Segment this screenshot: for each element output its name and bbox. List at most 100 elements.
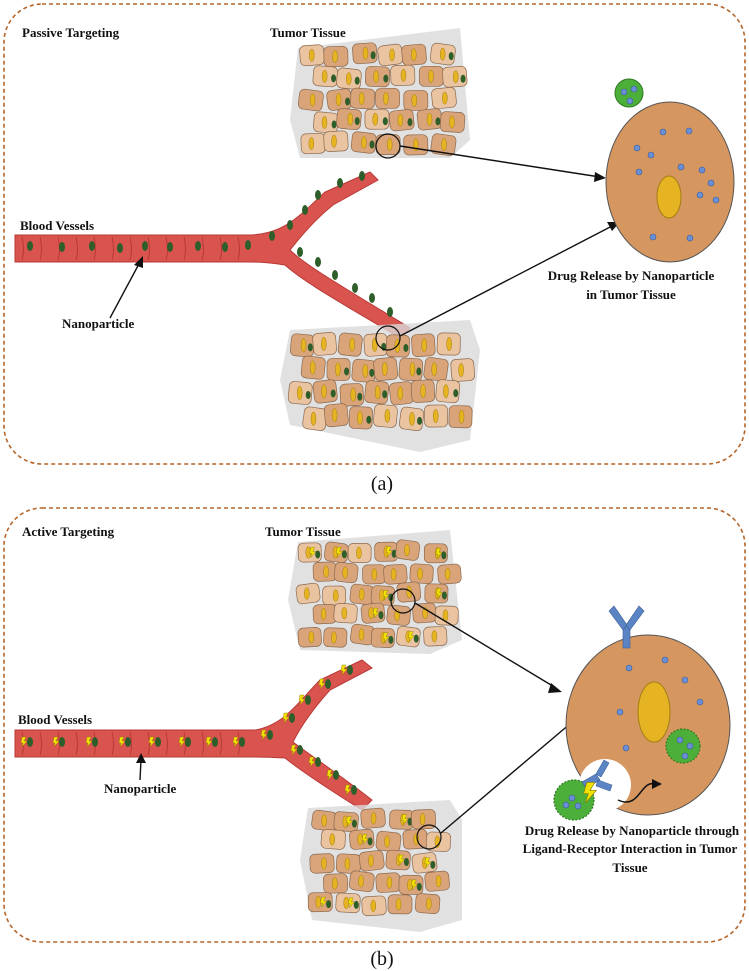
cell-nucleus bbox=[332, 50, 338, 63]
vesicle-a bbox=[614, 78, 644, 108]
cell-nucleus bbox=[446, 337, 452, 351]
vessel-segment bbox=[111, 236, 114, 261]
nanoparticle-dot bbox=[307, 343, 313, 352]
cell-nucleus bbox=[426, 112, 433, 126]
cell-nucleus bbox=[309, 360, 316, 375]
nanoparticle-dot bbox=[332, 270, 338, 280]
ligand-lightning-icon bbox=[398, 854, 405, 866]
cell-nucleus bbox=[329, 833, 335, 846]
nanoparticle-label-b: Nanoparticle bbox=[104, 781, 176, 796]
cell-nucleus bbox=[397, 113, 404, 127]
cell-nucleus bbox=[343, 896, 349, 910]
cell-nucleus bbox=[358, 628, 365, 641]
vessel-segment bbox=[39, 236, 42, 261]
vessel-segment bbox=[219, 731, 222, 756]
nanoparticle-dot bbox=[357, 392, 363, 401]
nanoparticle-dot bbox=[416, 367, 422, 376]
caption-b: (b) bbox=[370, 948, 393, 970]
drug-molecule bbox=[616, 708, 624, 716]
tumor-tissue-label-a: Tumor Tissue bbox=[270, 25, 346, 40]
nanoparticle-dot bbox=[352, 283, 358, 293]
caption-a: (a) bbox=[371, 473, 393, 495]
cell-nucleus bbox=[386, 138, 393, 152]
vessel-segment bbox=[21, 236, 24, 261]
drug-molecule bbox=[620, 88, 628, 96]
nanoparticle-dot bbox=[59, 242, 65, 252]
vessel-segment bbox=[201, 236, 204, 261]
cell-nucleus bbox=[331, 408, 338, 423]
nanoparticle-dot bbox=[331, 120, 337, 129]
ligand-lightning-icon bbox=[344, 784, 352, 796]
cell-nucleus bbox=[420, 384, 426, 399]
cell-nucleus bbox=[444, 567, 451, 581]
nanoparticle-dot bbox=[354, 76, 360, 85]
drug-molecule bbox=[696, 698, 704, 706]
release-curve-arrow bbox=[617, 783, 656, 803]
drug-molecule bbox=[633, 144, 641, 152]
nanoparticle-dot bbox=[337, 178, 343, 188]
vessel-segment bbox=[129, 731, 132, 756]
blood-vessels-label-b: Blood Vessels bbox=[18, 712, 92, 727]
cell-nucleus bbox=[332, 589, 339, 602]
nanoparticle-dot bbox=[212, 737, 218, 747]
panel-b-title: Active Targeting bbox=[22, 524, 115, 539]
cell-nucleus bbox=[449, 115, 455, 129]
tumor-tissue-a-bottom bbox=[280, 320, 480, 452]
drug-molecule bbox=[712, 196, 720, 204]
nanoparticle-dot bbox=[297, 247, 303, 257]
nanoparticle-dot bbox=[430, 860, 436, 869]
drug-molecule bbox=[707, 179, 715, 187]
ligand-lightning-icon bbox=[336, 547, 343, 558]
receptor-icon bbox=[608, 605, 645, 649]
cell-nucleus bbox=[350, 387, 356, 402]
release-label-a-line2: in Tumor Tissue bbox=[586, 287, 676, 302]
nanoparticle-dot bbox=[369, 140, 375, 149]
nanoparticle-dot bbox=[195, 241, 201, 251]
cell-nucleus bbox=[296, 386, 303, 400]
nanoparticle-dot bbox=[369, 293, 375, 303]
cell-nucleus bbox=[400, 68, 407, 82]
panel-a-title: Passive Targeting bbox=[22, 25, 120, 40]
cell-nucleus bbox=[386, 876, 393, 889]
drug-molecule bbox=[568, 794, 576, 802]
nanoparticle-dot bbox=[435, 117, 441, 126]
nanoparticle-dot bbox=[89, 241, 95, 251]
ligand-lightning-icon bbox=[309, 547, 317, 558]
ligand-lightning-icon bbox=[382, 590, 390, 601]
ligand-lightning-icon bbox=[411, 879, 418, 890]
vessel-segment bbox=[201, 731, 204, 756]
drug-molecule bbox=[659, 128, 667, 136]
cell-nucleus bbox=[332, 877, 338, 890]
nanoparticle-pointer-a bbox=[109, 261, 141, 319]
cell-nucleus bbox=[368, 607, 374, 620]
drug-molecule bbox=[574, 802, 582, 810]
nanoparticle-dot bbox=[142, 241, 148, 251]
cell-nucleus bbox=[431, 630, 438, 643]
drug-molecule bbox=[562, 801, 570, 809]
drug-molecule bbox=[661, 656, 669, 664]
release-label-b-line2: Ligand-Receptor Interaction in Tumor bbox=[523, 841, 738, 856]
zoom-circle-a-bottom bbox=[375, 325, 401, 351]
nanoparticle-dot bbox=[353, 900, 359, 909]
cell-nucleus bbox=[409, 411, 415, 426]
cell-nucleus bbox=[321, 69, 328, 83]
cell-nucleus bbox=[373, 70, 379, 84]
arrow-a-top bbox=[399, 145, 601, 178]
drug-molecule bbox=[686, 234, 694, 242]
cell-nucleus bbox=[383, 92, 389, 105]
vessel-segment bbox=[93, 236, 96, 261]
nanoparticle-dot bbox=[289, 713, 295, 723]
nanoparticle-dot bbox=[359, 171, 365, 181]
vessel-segment bbox=[111, 731, 114, 756]
vessel-segment bbox=[183, 236, 186, 261]
tumor-tissue-b-top bbox=[288, 530, 462, 654]
nanoparticle-dot bbox=[305, 695, 311, 705]
nanoparticle-dot bbox=[387, 307, 393, 317]
ligand-lightning-icon bbox=[436, 588, 443, 599]
nanoparticle-dot bbox=[167, 242, 173, 252]
blood-vessel-a bbox=[14, 171, 411, 339]
cell-nucleus bbox=[413, 833, 419, 846]
nanoparticle-dot bbox=[369, 368, 375, 377]
vessel-segment bbox=[165, 731, 168, 756]
nanoparticle-dot bbox=[354, 117, 360, 126]
